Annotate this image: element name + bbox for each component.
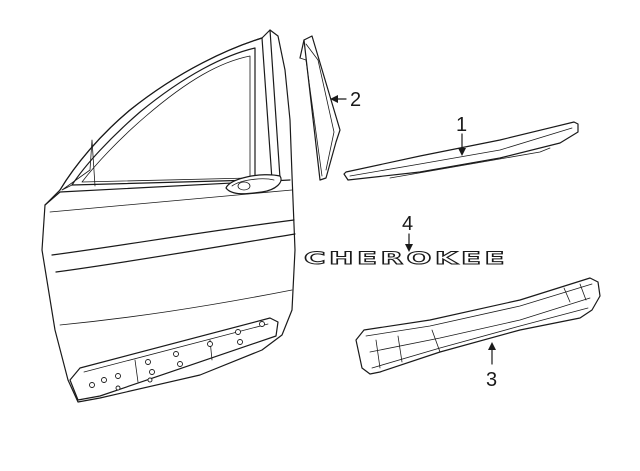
character-line-lower (55, 233, 296, 273)
arrow-3 (488, 342, 496, 350)
window-frame-outer (59, 37, 263, 191)
callout-1: 1 (456, 114, 467, 136)
lower-body-line (59, 289, 293, 326)
part-2-pillar-applique (299, 35, 341, 181)
callout-3: 3 (486, 369, 497, 391)
window-inner-line (81, 55, 251, 183)
cherokee-nameplate: CHEROKEE (304, 249, 508, 269)
part-3-side-molding (355, 277, 601, 375)
front-door (41, 29, 296, 403)
callout-2: 2 (350, 89, 361, 111)
belt-line (44, 179, 291, 206)
arrow-2 (330, 95, 338, 103)
mirror-corner (61, 139, 96, 191)
character-line-upper (51, 219, 295, 256)
door-handle (225, 174, 282, 195)
callout-4: 4 (402, 213, 413, 235)
door-lower-panel (69, 317, 279, 401)
arrow-1 (458, 148, 466, 156)
b-pillar-frame (261, 29, 281, 181)
door-outline (41, 29, 296, 403)
arrow-4 (405, 244, 413, 252)
window-opening (71, 47, 256, 186)
